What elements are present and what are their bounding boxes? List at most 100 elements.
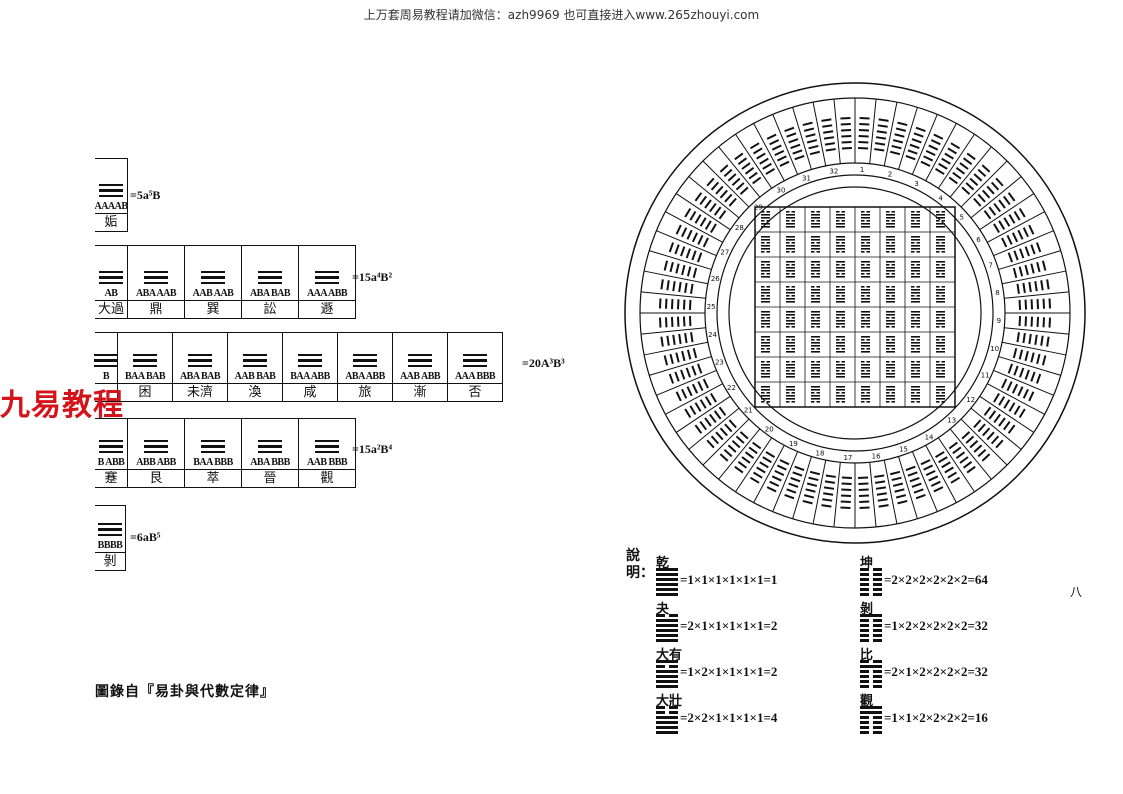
- ring-number: 15: [899, 446, 908, 454]
- grid-hexagram: [761, 285, 770, 303]
- grid-hexagram: [886, 386, 895, 403]
- cell-name: 困: [118, 383, 172, 401]
- sector-divider: [869, 98, 877, 164]
- cell-name: 鼎: [128, 300, 184, 318]
- sector-divider: [883, 460, 898, 524]
- row-equation: =5a⁵B: [130, 188, 161, 202]
- sector-divider: [979, 395, 1035, 433]
- cell-code: BAA BAB: [124, 371, 166, 382]
- sector-divider: [1002, 341, 1066, 356]
- grid-hexagram: [761, 386, 770, 403]
- hexagram-formula: =2×2×2×2×2×2=64: [884, 572, 988, 587]
- sector-hexagram: [935, 451, 961, 484]
- sector-divider: [656, 369, 717, 396]
- sector-hexagram: [734, 152, 762, 185]
- sector-hexagram: [684, 393, 717, 419]
- sector-hexagram: [749, 142, 775, 175]
- sector-divider: [640, 327, 706, 335]
- grid-hexagram: [836, 261, 845, 278]
- ring-number: 20: [765, 426, 774, 434]
- hexagram-formula: =2×2×1×1×1×1=4: [680, 710, 778, 725]
- ring-number: 7: [988, 261, 992, 269]
- sector-hexagram: [663, 260, 698, 279]
- ring-number: 21: [744, 407, 753, 415]
- cell-name: 大過: [95, 300, 127, 318]
- grid-hexagram: [761, 360, 770, 378]
- hexagram-name: 觀: [860, 694, 874, 709]
- sector-hexagram: [889, 470, 908, 505]
- sector-divider: [649, 250, 712, 270]
- sector-hexagram: [905, 126, 926, 161]
- cell-code: ABA ABB: [345, 371, 385, 382]
- ring-number: 8: [995, 289, 999, 297]
- sector-hexagram: [874, 474, 889, 508]
- row-equation: =6aB⁵: [130, 530, 161, 544]
- sector-hexagram: [706, 177, 737, 207]
- sector-divider: [735, 133, 773, 189]
- sector-hexagram: [663, 347, 698, 366]
- row-equation: =20A³B³: [522, 356, 565, 370]
- sector-hexagram: [858, 116, 870, 150]
- cell-code: ABA BAB: [249, 288, 291, 299]
- sector-divider: [937, 133, 975, 189]
- sector-divider: [718, 146, 761, 198]
- hexagram-formula: =2×1×1×1×1×1=2: [680, 618, 778, 633]
- sector-divider: [998, 250, 1061, 270]
- sector-divider: [644, 341, 708, 356]
- hexagram-glyph: [99, 270, 123, 284]
- sector-divider: [993, 369, 1054, 396]
- sector-divider: [987, 383, 1045, 415]
- sector-hexagram: [719, 164, 749, 195]
- cell-code: ABB ABB: [136, 457, 176, 468]
- hexagram-glyph: [94, 353, 118, 367]
- hexagram-formula: =1×2×2×2×2×2=32: [884, 618, 988, 633]
- hexagram-icon: [860, 614, 882, 642]
- site-logo: 九易教程: [0, 388, 124, 423]
- sector-divider: [911, 114, 938, 175]
- sector-hexagram: [1001, 378, 1035, 402]
- grid-hexagram: [786, 210, 795, 228]
- sector-divider: [883, 102, 898, 166]
- grid-hexagram: [936, 311, 945, 328]
- sector-hexagram: [948, 441, 976, 474]
- cell-code: ABA BAB: [179, 371, 221, 382]
- hexagram-icon: [656, 660, 678, 688]
- grid-hexagram: [761, 261, 770, 278]
- ring-number: 2: [888, 170, 892, 178]
- cell-code: B: [102, 371, 110, 382]
- sector-divider: [688, 407, 740, 450]
- sector-hexagram: [802, 121, 821, 156]
- cell-code: BAA BBB: [193, 457, 233, 468]
- cell-name: 巽: [185, 300, 241, 318]
- hexagram-icon: [656, 706, 678, 734]
- cell-name: 剝: [95, 552, 125, 570]
- sector-hexagram: [658, 298, 692, 310]
- ring-number: 18: [816, 450, 825, 458]
- ring-number: 23: [715, 359, 724, 367]
- hexagram-name: 比: [860, 648, 874, 663]
- grid-hexagram: [886, 236, 895, 253]
- cell-code: AAB ABB: [399, 371, 441, 382]
- sector-hexagram: [675, 224, 709, 248]
- cell-code: AAAAB: [94, 201, 128, 212]
- sector-hexagram: [766, 133, 790, 167]
- cell-name: 咸: [283, 383, 337, 401]
- sector-hexagram: [961, 431, 991, 462]
- cell-name: 萃: [185, 469, 241, 487]
- sector-divider: [753, 445, 785, 503]
- ring-number: 24: [708, 331, 717, 339]
- sector-divider: [792, 456, 812, 519]
- sector-hexagram: [920, 459, 944, 493]
- grid-hexagram: [911, 285, 920, 303]
- sector-divider: [998, 356, 1061, 376]
- ring-number: 10: [990, 345, 999, 353]
